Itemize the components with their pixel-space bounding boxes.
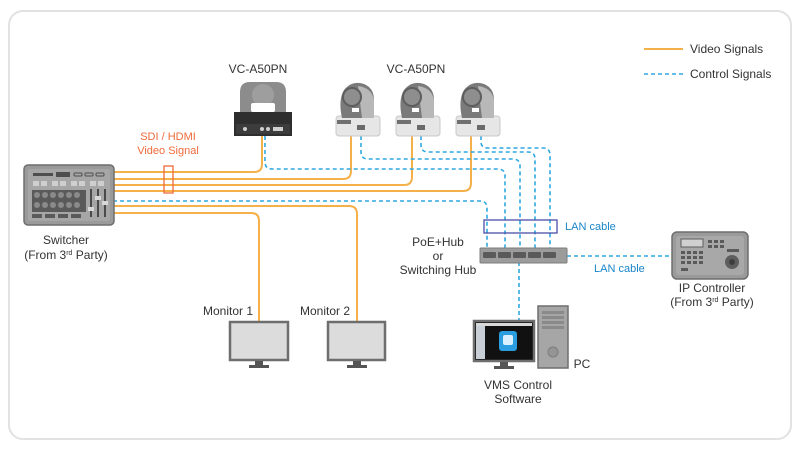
monitor-1-base: [249, 365, 269, 368]
diagram-frame: [8, 10, 792, 440]
camera-box-port-icon: [260, 127, 264, 131]
camera-ptz-indicator: [352, 108, 359, 112]
monitor-2-stand: [353, 361, 361, 365]
camera-box-vc-a50pn[interactable]: VC-A50PN: [229, 62, 292, 136]
ip-controller[interactable]: IP Controller (From 3rd Party): [670, 231, 754, 309]
camera-ptz-port: [417, 125, 425, 130]
legend-video-label: Video Signals: [690, 42, 763, 56]
video-cable-camera-3: [113, 136, 413, 186]
camera-box-window: [251, 103, 275, 112]
poe-hub[interactable]: PoE+Hub or Switching Hub: [400, 235, 568, 277]
monitor-2-base: [347, 365, 367, 368]
camera-ptz-lens: [342, 87, 362, 107]
camera-ptz-stripe: [457, 120, 471, 124]
camera-box-lens: [252, 84, 274, 106]
control-cable-switcher: [113, 200, 488, 250]
monitor-1-stand: [255, 361, 263, 365]
hub-ports: [483, 252, 556, 258]
switcher[interactable]: Switcher (From 3rd Party): [23, 164, 115, 262]
camera-ptz-side: [358, 86, 374, 118]
monitor-1[interactable]: Monitor 1: [203, 304, 290, 368]
pc-tower-bay: [542, 311, 564, 314]
vms-label-line2: Software: [494, 392, 542, 406]
switcher-top-buttons: [33, 181, 104, 186]
camera-ptz-side: [478, 86, 494, 118]
switcher-faders: [88, 189, 108, 217]
control-cable-camera-3: [420, 136, 536, 250]
video-cable-camera-4: [113, 136, 472, 192]
ip-controller-label-line1: IP Controller: [679, 281, 745, 295]
camera-box-port-icon: [243, 127, 247, 131]
camera-box-label: VC-A50PN: [229, 62, 288, 76]
switcher-label-line2: (From 3rd Party): [24, 248, 108, 262]
sdi-label-line1: SDI / HDMI: [140, 131, 196, 143]
camera-ptz-lens: [462, 87, 482, 107]
switcher-display: [56, 172, 70, 177]
pc-tower-bay: [542, 326, 564, 329]
ip-controller-keypad: [681, 240, 739, 271]
pc-tower-bay: [542, 321, 564, 324]
video-cable-camera-2: [113, 136, 352, 180]
lan-cable-label-right: LAN cable: [594, 263, 645, 275]
vms-sidebar: [476, 323, 485, 359]
vms-monitor-base: [494, 366, 514, 369]
monitor-1-screen: [228, 320, 290, 362]
camera-ptz-stripe: [337, 120, 351, 124]
control-cable-camera-4: [480, 136, 551, 250]
pc-label: PC: [574, 357, 591, 371]
camera-ptz-indicator: [472, 108, 479, 112]
ip-controller-joystick-knob: [729, 259, 735, 265]
switcher-key: [95, 172, 105, 177]
video-cable-monitor-2: [113, 205, 358, 322]
camera-ptz-port: [357, 125, 365, 130]
switcher-key: [84, 172, 94, 177]
ip-controller-display: [680, 238, 704, 248]
monitor-2[interactable]: Monitor 2: [300, 304, 387, 368]
camera-ptz-indicator: [412, 108, 419, 112]
hub-label-line2: or: [433, 249, 444, 263]
camera-ptz-lens: [402, 87, 422, 107]
monitor-2-screen: [326, 320, 387, 362]
legend-control-label: Control Signals: [690, 67, 771, 81]
camera-ptz-side: [418, 86, 434, 118]
vms-titlebar: [476, 323, 532, 326]
video-cable-monitor-1: [113, 212, 260, 322]
camera-box-port-icon: [266, 127, 270, 131]
vms-label-line1: VMS Control: [484, 378, 552, 392]
video-cables: [113, 136, 472, 322]
pc-tower-bay: [542, 316, 564, 319]
vms-monitor-stand: [500, 362, 508, 366]
hub-label-line3: Switching Hub: [400, 263, 477, 277]
ip-controller-label-line2: (From 3rd Party): [670, 295, 754, 309]
switcher-grid-keys: [34, 192, 80, 208]
camera-ptz-2[interactable]: [395, 82, 441, 137]
camera-box-port-icon: [273, 127, 283, 131]
camera-group-label: VC-A50PN: [387, 62, 446, 76]
sdi-bundle-marker: [163, 165, 174, 194]
camera-ptz-port: [477, 125, 485, 130]
pc-tower: [537, 305, 569, 369]
camera-ptz-3[interactable]: [455, 82, 501, 137]
camera-ptz-stripe: [397, 120, 411, 124]
vms-app-icon-glyph: [503, 335, 513, 345]
sdi-label-line2: Video Signal: [137, 145, 199, 157]
switcher-display: [33, 173, 53, 176]
switcher-bottom-keys: [32, 214, 81, 218]
lan-cable-label-top: LAN cable: [565, 221, 616, 233]
pc-power-button: [547, 346, 559, 358]
control-cable-camera-2: [360, 136, 521, 250]
switcher-label-line1: Switcher: [43, 233, 89, 247]
video-cable-camera-1: [113, 136, 263, 173]
hub-label-line1: PoE+Hub: [412, 235, 464, 249]
legend: Video Signals Control Signals: [644, 42, 771, 81]
switcher-key: [73, 172, 83, 177]
control-cable-camera-1: [264, 136, 506, 250]
camera-ptz-1[interactable]: [335, 82, 381, 137]
monitor-2-label: Monitor 2: [300, 304, 350, 318]
control-cables: [113, 136, 672, 322]
monitor-1-label: Monitor 1: [203, 304, 253, 318]
pc-vms[interactable]: PC VMS Control Software: [472, 305, 591, 406]
lan-bundle-marker: [483, 219, 558, 234]
